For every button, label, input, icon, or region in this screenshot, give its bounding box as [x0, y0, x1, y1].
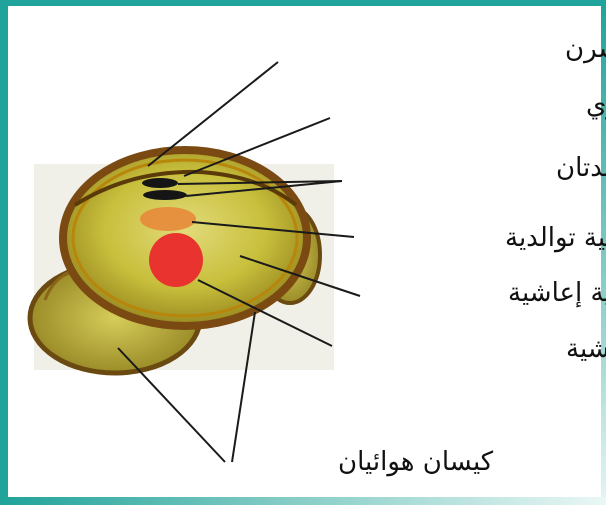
vegetative-nucleus	[149, 233, 203, 287]
helper-cell-2	[143, 190, 187, 200]
label-generative-cell: خلية توالدية	[505, 223, 606, 253]
label-vegetative-nucleus: نواة الخلية الإعاشية	[566, 334, 606, 364]
label-outer-shell: غلاف خارجي متقشرن	[565, 34, 606, 64]
label-air-sacs: كيسان هوائيان	[338, 447, 494, 477]
helper-cell-1	[142, 178, 178, 188]
generative-cell	[140, 207, 196, 231]
label-helper-cells: خليتان مساعدتان	[556, 153, 606, 183]
label-vegetative-cell: خلية إعاشية	[508, 278, 606, 308]
label-inner-shell: غلاف داخلي سيللوزي	[586, 90, 606, 120]
